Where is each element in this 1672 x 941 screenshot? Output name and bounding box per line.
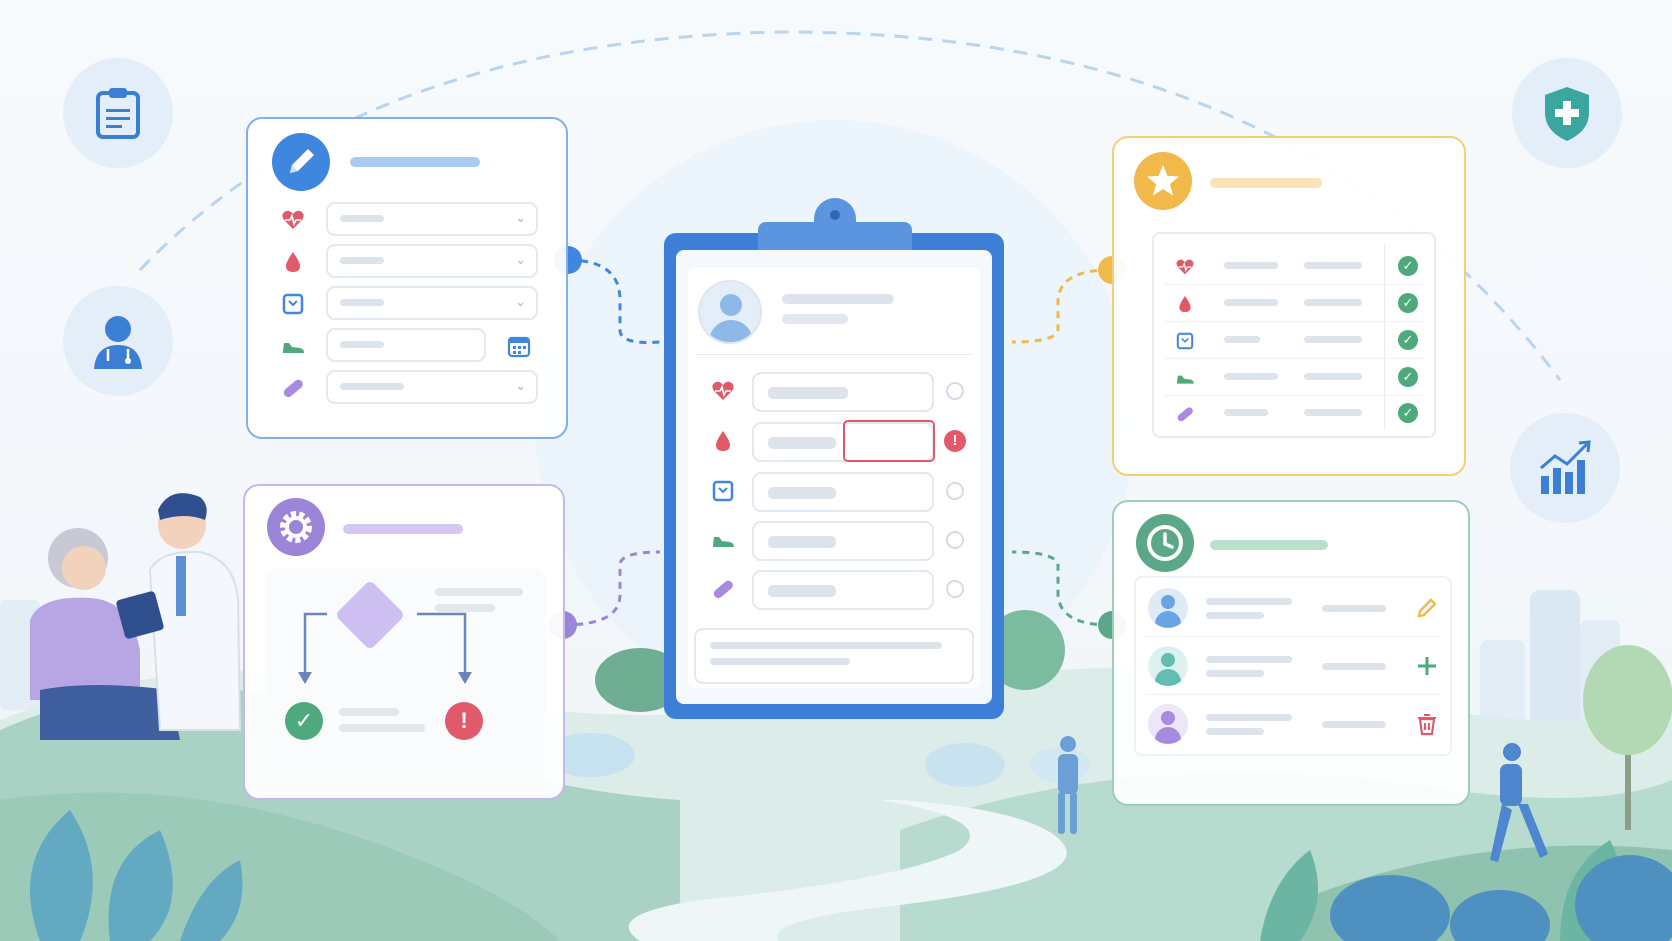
flow-arrows (298, 612, 472, 684)
chevron-down-icon: ⌄ (515, 210, 526, 225)
edit-dropdown-1[interactable]: ⌄ (326, 202, 538, 236)
heart-icon (710, 378, 736, 404)
verified-check-icon: ✓ (1398, 293, 1418, 313)
history-list (1134, 576, 1452, 756)
history-panel (1112, 500, 1470, 806)
blood-drop-icon (1175, 294, 1196, 315)
scale-icon (710, 478, 736, 504)
clipboard-icon (96, 88, 140, 139)
shield-plus-icon-badge (1512, 58, 1622, 168)
doctor-icon (94, 316, 142, 369)
edit-panel-header-icon (272, 133, 330, 191)
blood-drop-icon (280, 249, 306, 275)
star-icon (1147, 165, 1179, 196)
edit-dropdown-5[interactable]: ⌄ (326, 370, 538, 404)
status-radio-4[interactable] (946, 531, 964, 549)
check-icon: ✓ (285, 702, 323, 740)
verified-check-icon: ✓ (1398, 403, 1418, 423)
clock-icon (1147, 525, 1183, 561)
edit-date-field[interactable] (326, 328, 486, 362)
form-sheet: ! (676, 250, 992, 704)
logic-panel-title-placeholder (343, 524, 463, 534)
person-walking-figure (1058, 736, 1078, 834)
verified-check-icon: ✓ (1398, 256, 1418, 276)
form-field-3[interactable] (752, 472, 934, 512)
user-avatar-teal (1148, 646, 1188, 686)
pill-icon (1175, 404, 1196, 425)
person-jogging-figure (1490, 743, 1548, 862)
form-field-1[interactable] (752, 372, 934, 412)
form-subtitle-placeholder (782, 314, 848, 324)
chevron-down-icon: ⌄ (515, 378, 526, 393)
growth-chart-icon-badge (1510, 413, 1620, 523)
form-name-placeholder (782, 294, 894, 304)
doctor-figure (116, 493, 242, 731)
heart-icon (280, 207, 306, 233)
shoe-icon (710, 527, 736, 553)
trash-icon[interactable] (1414, 711, 1440, 737)
history-panel-header-icon (1136, 514, 1194, 572)
doctor-icon-badge (63, 286, 173, 396)
edit-dropdown-2[interactable]: ⌄ (326, 244, 538, 278)
chevron-down-icon: ⌄ (515, 294, 526, 309)
review-table: ✓ ✓ ✓ ✓ ✓ (1152, 232, 1436, 438)
logic-flow-area: ✓ ! (267, 568, 545, 778)
shield-plus-icon (1545, 87, 1589, 141)
form-field-4[interactable] (752, 521, 934, 561)
edit-panel: ⌄ ⌄ ⌄ ⌄ (246, 117, 568, 439)
verified-check-icon: ✓ (1398, 330, 1418, 350)
error-alert-icon: ! (944, 430, 966, 452)
user-avatar-blue (1148, 588, 1188, 628)
scale-icon (280, 291, 306, 317)
logic-panel: ✓ ! (243, 484, 565, 800)
review-panel-title-placeholder (1210, 178, 1322, 188)
edit-panel-title-placeholder (350, 157, 480, 167)
pill-icon (280, 375, 306, 401)
logic-panel-header-icon (267, 498, 325, 556)
form-field-2-error-highlight (843, 420, 935, 462)
shoe-icon (1175, 368, 1196, 389)
edit-icon[interactable] (1414, 595, 1440, 621)
blood-drop-icon (710, 428, 736, 454)
pill-icon (710, 576, 736, 602)
growth-chart-icon (1540, 440, 1591, 494)
status-radio-5[interactable] (946, 580, 964, 598)
form-field-5[interactable] (752, 570, 934, 610)
status-radio-3[interactable] (946, 482, 964, 500)
gear-icon (280, 511, 312, 543)
heart-icon (1175, 257, 1196, 278)
alert-icon: ! (445, 702, 483, 740)
patient-figure (30, 528, 180, 740)
plus-icon[interactable] (1414, 653, 1440, 679)
review-panel-header-icon (1134, 152, 1192, 210)
pencil-icon (290, 149, 314, 173)
history-panel-title-placeholder (1210, 540, 1328, 550)
edit-dropdown-3[interactable]: ⌄ (326, 286, 538, 320)
status-radio-1[interactable] (946, 382, 964, 400)
clipboard-icon-badge (63, 58, 173, 168)
form-notes-field[interactable] (694, 628, 974, 684)
user-avatar-purple (1148, 704, 1188, 744)
review-panel: ✓ ✓ ✓ ✓ ✓ (1112, 136, 1466, 476)
scale-icon (1175, 331, 1196, 352)
calendar-icon[interactable] (506, 333, 532, 359)
shoe-icon (280, 333, 306, 359)
user-avatar-icon (698, 280, 762, 344)
chevron-down-icon: ⌄ (515, 252, 526, 267)
verified-check-icon: ✓ (1398, 367, 1418, 387)
